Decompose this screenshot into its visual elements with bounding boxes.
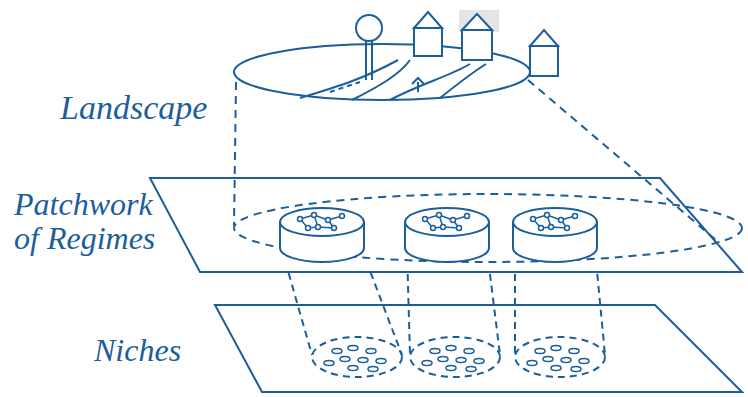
level-label: Niches — [94, 334, 244, 368]
level-label: Patchwork of Regimes — [14, 188, 184, 255]
level-label: Landscape — [60, 90, 260, 126]
